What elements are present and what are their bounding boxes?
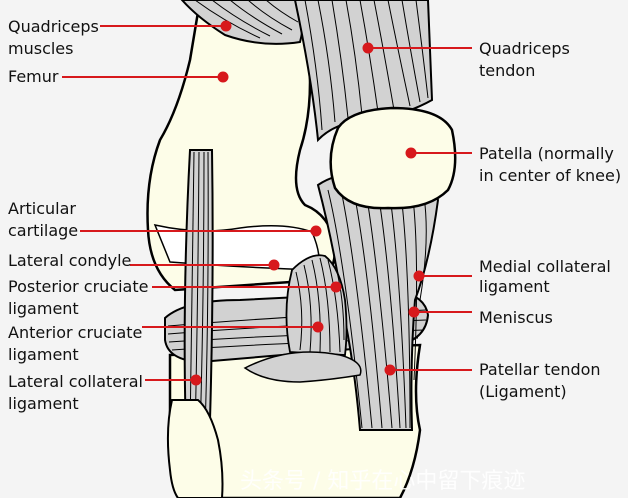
label-posterior-cruciate-ligament: Posterior cruciate ligament [8,277,154,318]
label-articular-cartilage: Articular cartilage [8,199,81,240]
label-quadriceps-tendon: Quadriceps tendon [479,39,575,80]
watermark-text: 头条号 / 知乎在心中留下痕迹 [240,469,525,494]
label-patella: Patella (normally in center of knee) [479,144,621,185]
anterior-ligament-sweep [243,351,362,383]
patella-bone [329,106,457,210]
cruciate-ligament-fibers [295,257,345,353]
label-medial-collateral-ligament: Medial collateral ligament [479,257,616,296]
label-quadriceps-muscles: Quadriceps muscles [8,17,104,58]
label-femur: Femur [8,67,59,86]
label-anterior-cruciate-ligament: Anterior cruciate ligament [8,323,147,364]
label-meniscus: Meniscus [479,308,553,327]
quadriceps-tendon-fibers [304,0,429,131]
quadriceps-muscle-fibers [194,0,299,39]
label-lateral-condyle: Lateral condyle [8,251,131,270]
label-lateral-collateral-ligament: Lateral collateral ligament [8,372,148,413]
fibula-bone [166,399,224,498]
label-patellar-tendon: Patellar tendon (Ligament) [479,360,606,401]
leader-lines [62,20,472,386]
